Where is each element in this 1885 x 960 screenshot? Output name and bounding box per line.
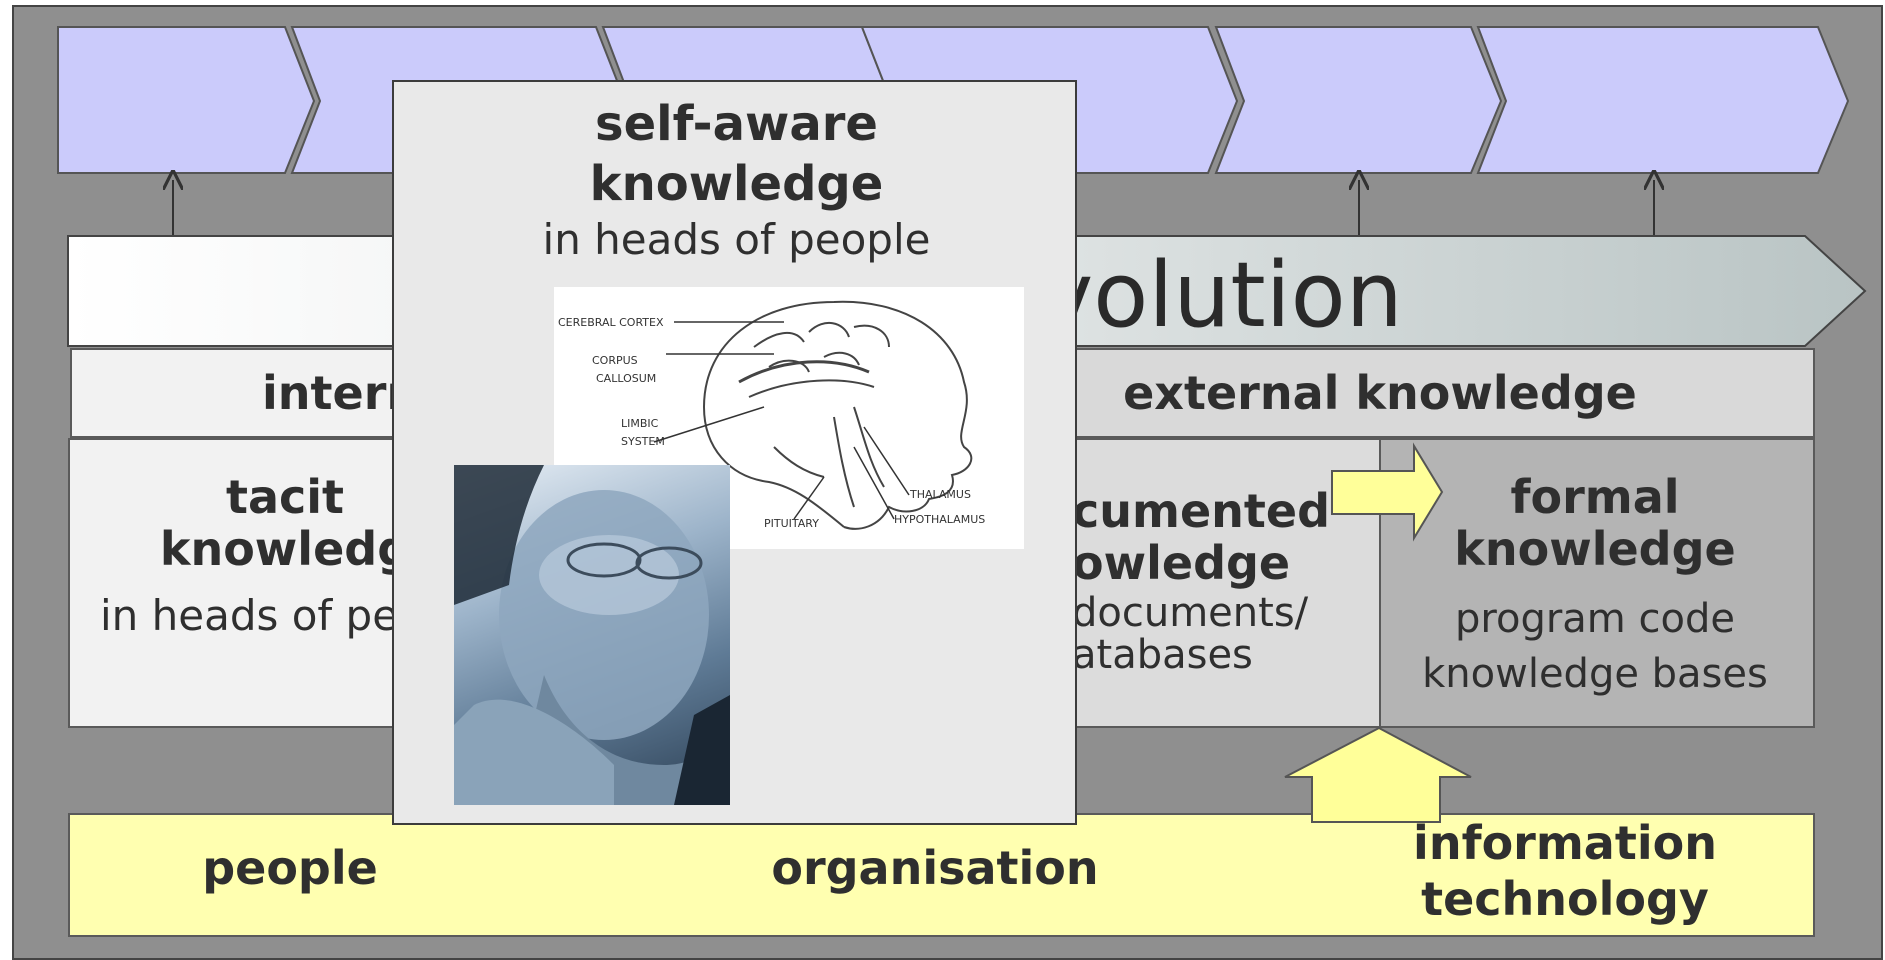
organisation-label: organisation [771, 841, 1099, 895]
tacit-knowledge-subtitle: in heads of pe [100, 591, 399, 640]
chevron-1 [57, 26, 316, 174]
chevron-6 [1476, 26, 1850, 174]
label-pituitary: PITUITARY [764, 517, 819, 530]
label-corpus-callosum: CORPUS [592, 354, 638, 367]
label-hypothalamus: HYPOTHALAMUS [894, 513, 985, 526]
popup-subtitle: in heads of people [542, 215, 931, 264]
people-label: people [202, 841, 378, 895]
documented-knowledge-title: cumented owledge [1072, 484, 1331, 590]
foundation-bar [68, 813, 1815, 937]
formal-knowledge-title: formal knowledge [1454, 470, 1736, 576]
external-knowledge-band [1075, 348, 1815, 438]
popup-title: self-aware knowledge [589, 96, 884, 212]
chevron-5 [1214, 26, 1503, 174]
documented-knowledge-box [1075, 438, 1381, 728]
label-cerebral-cortex: CEREBRAL CORTEX [558, 316, 664, 329]
label-thalamus: THALAMUS [909, 488, 971, 501]
evolution-text: volution [1040, 243, 1403, 348]
documented-knowledge-subtitle: documents/ atabases [1072, 590, 1309, 678]
information-technology-label: information technology [1413, 816, 1717, 927]
thinking-person-photo [454, 465, 730, 805]
tacit-knowledge-title: tacit knowledg [159, 470, 411, 576]
formal-knowledge-subtitle: program code knowledge bases [1422, 596, 1768, 698]
label-corpus-callosum-2: CALLOSUM [596, 372, 656, 385]
label-limbic-2: SYSTEM [621, 435, 665, 448]
brain-sketch-icon: CEREBRAL CORTEX CORPUS CALLOSUM LIMBIC S… [558, 300, 985, 530]
formal-knowledge-box [1379, 438, 1815, 728]
label-limbic: LIMBIC [621, 417, 659, 430]
self-aware-knowledge-popup: self-aware knowledge in heads of people [392, 80, 1077, 825]
person-silhouette-icon [454, 465, 730, 805]
external-knowledge-label: external knowledge [1123, 366, 1637, 420]
